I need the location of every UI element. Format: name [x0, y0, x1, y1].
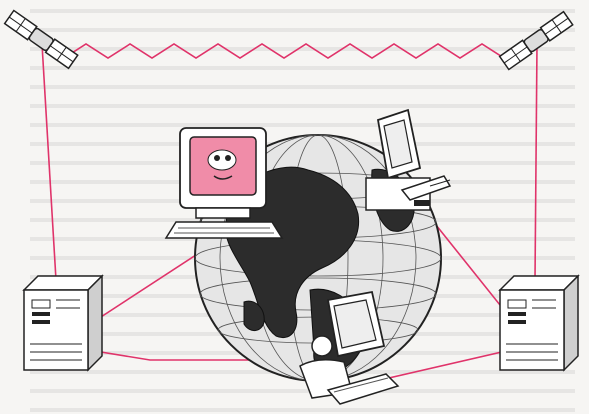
computer-monster-screen-icon: [166, 128, 282, 238]
link-satellite-left-server: [42, 44, 56, 280]
satellite-left-icon: [5, 11, 78, 69]
link-satellite-right-server: [535, 44, 537, 280]
link-satellite-satellite: [42, 44, 537, 58]
server-right-icon: [500, 276, 578, 370]
server-left-icon: [24, 276, 102, 370]
